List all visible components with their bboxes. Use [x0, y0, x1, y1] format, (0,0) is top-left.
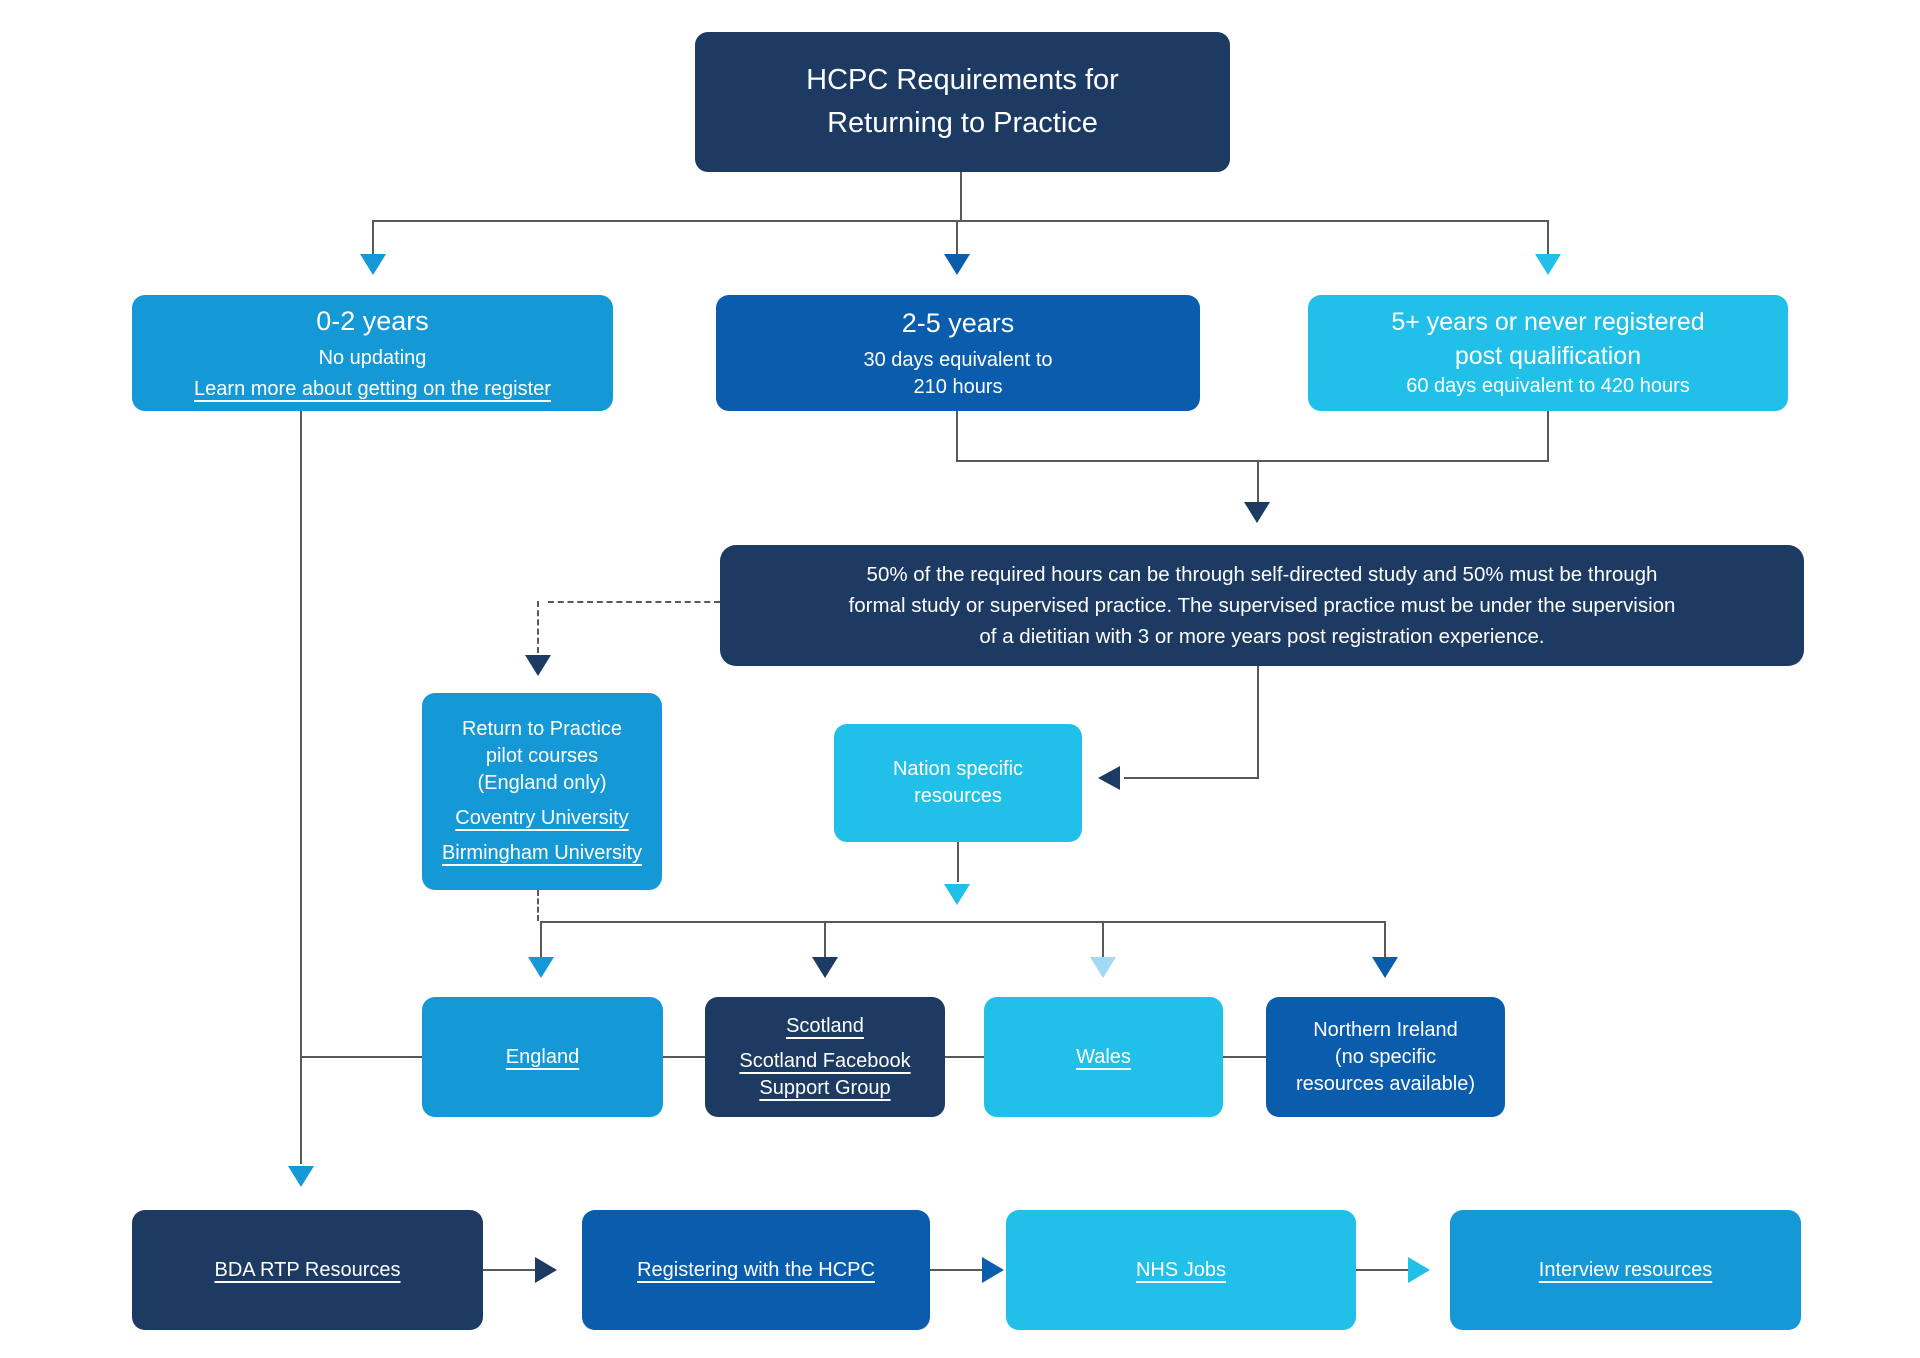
tier-5-plus-subtext: 60 days equivalent to 420 hours [1406, 375, 1690, 398]
connector-line [1124, 777, 1259, 779]
tier-5-plus-years-box: 5+ years or never registered post qualif… [1308, 295, 1788, 411]
tier-0-2-subtext: No updating [318, 347, 427, 370]
arrow-down-icon [1090, 957, 1116, 978]
title-line-1: HCPC Requirements for [806, 63, 1119, 96]
connector-line [540, 921, 1386, 923]
northern-ireland-box: Northern Ireland (no specific resources … [1266, 997, 1505, 1117]
connector-line [483, 1269, 535, 1271]
england-link[interactable]: England [505, 1045, 580, 1068]
connector-line [300, 1056, 422, 1058]
connector-line [663, 1056, 705, 1058]
pilot-line-1: Return to Practice [461, 718, 623, 740]
tier-2-5-subtext-2: 210 hours [913, 376, 1003, 399]
tier-0-2-years-box: 0-2 years No updating Learn more about g… [132, 295, 613, 411]
dashed-connector-line [548, 601, 720, 603]
bda-rtp-resources-link[interactable]: BDA RTP Resources [214, 1258, 401, 1281]
connector-line [1384, 921, 1386, 957]
tier-2-5-years-box: 2-5 years 30 days equivalent to 210 hour… [716, 295, 1200, 411]
arrow-down-icon [528, 957, 554, 978]
scotland-box: Scotland Scotland Facebook Support Group [705, 997, 945, 1117]
bda-rtp-resources-box: BDA RTP Resources [132, 1210, 483, 1330]
connector-line [372, 220, 374, 254]
arrow-left-icon [1098, 766, 1120, 790]
interview-resources-link[interactable]: Interview resources [1538, 1258, 1713, 1281]
arrow-down-icon [525, 655, 551, 676]
interview-resources-box: Interview resources [1450, 1210, 1801, 1330]
england-box: England [422, 997, 663, 1117]
requirement-line-2: formal study or supervised practice. The… [848, 593, 1676, 617]
connector-line [956, 220, 958, 254]
arrow-right-icon [982, 1257, 1004, 1283]
connector-line [945, 1056, 984, 1058]
northern-ireland-line-3: resources available) [1296, 1072, 1475, 1095]
tier-2-5-subtext-1: 30 days equivalent to [863, 349, 1053, 372]
connector-line [1257, 460, 1259, 502]
connector-line [956, 411, 958, 461]
northern-ireland-line-2: (no specific [1334, 1045, 1437, 1068]
registering-hcpc-link[interactable]: Registering with the HCPC [637, 1258, 875, 1281]
arrow-right-icon [1408, 1257, 1430, 1283]
connector-line [1102, 921, 1104, 957]
title-box: HCPC Requirements for Returning to Pract… [695, 32, 1230, 172]
tier-5-plus-heading-2: post qualification [1454, 341, 1642, 370]
connector-line [540, 921, 542, 957]
connector-line [960, 172, 962, 220]
arrow-down-icon [360, 254, 386, 275]
nation-hub-line-2: resources [914, 785, 1002, 807]
requirement-box: 50% of the required hours can be through… [720, 545, 1804, 666]
dashed-connector-line [537, 601, 539, 653]
connector-line [372, 220, 1549, 222]
pilot-line-3: (England only) [477, 772, 607, 794]
nation-specific-resources-box: Nation specific resources [834, 724, 1082, 842]
connector-line [957, 842, 959, 882]
arrow-down-icon [1372, 957, 1398, 978]
nhs-jobs-link[interactable]: NHS Jobs [1135, 1258, 1227, 1281]
wales-link[interactable]: Wales [1076, 1045, 1131, 1068]
arrow-down-icon [944, 254, 970, 275]
birmingham-university-link[interactable]: Birmingham University [441, 842, 643, 864]
connector-line [1223, 1056, 1266, 1058]
scotland-facebook-link-line-1[interactable]: Scotland Facebook [739, 1049, 911, 1072]
arrow-down-icon [1535, 254, 1561, 275]
nation-hub-line-1: Nation specific [892, 758, 1024, 780]
connector-line [1547, 411, 1549, 461]
coventry-university-link[interactable]: Coventry University [455, 807, 629, 829]
arrow-right-icon [535, 1257, 557, 1283]
arrow-down-icon [944, 884, 970, 905]
scotland-link[interactable]: Scotland [786, 1014, 864, 1037]
connector-line [300, 411, 302, 1164]
dashed-connector-line [537, 890, 539, 921]
wales-box: Wales [984, 997, 1223, 1117]
requirement-line-1: 50% of the required hours can be through… [866, 562, 1658, 586]
scotland-facebook-link-line-2[interactable]: Support Group [759, 1076, 891, 1099]
connector-line [1257, 666, 1259, 778]
arrow-down-icon [812, 957, 838, 978]
scotland-facebook-link[interactable]: Scotland Facebook Support Group [739, 1048, 910, 1102]
requirement-line-3: of a dietitian with 3 or more years post… [979, 625, 1545, 649]
nhs-jobs-box: NHS Jobs [1006, 1210, 1356, 1330]
title-line-2: Returning to Practice [827, 107, 1098, 139]
tier-0-2-heading: 0-2 years [316, 305, 429, 336]
tier-5-plus-heading-1: 5+ years or never registered [1391, 307, 1705, 336]
northern-ireland-line-1: Northern Ireland [1313, 1018, 1458, 1041]
pilot-courses-box: Return to Practice pilot courses (Englan… [422, 693, 662, 890]
connector-line [824, 921, 826, 957]
registering-hcpc-box: Registering with the HCPC [582, 1210, 930, 1330]
learn-more-register-link[interactable]: Learn more about getting on the register [194, 378, 551, 401]
connector-line [1547, 220, 1549, 254]
tier-2-5-heading: 2-5 years [901, 307, 1015, 338]
arrow-down-icon [1244, 502, 1270, 523]
connector-line [1356, 1269, 1408, 1271]
connector-line [956, 460, 1549, 462]
pilot-line-2: pilot courses [485, 745, 599, 767]
arrow-down-icon [288, 1166, 314, 1187]
connector-line [930, 1269, 982, 1271]
